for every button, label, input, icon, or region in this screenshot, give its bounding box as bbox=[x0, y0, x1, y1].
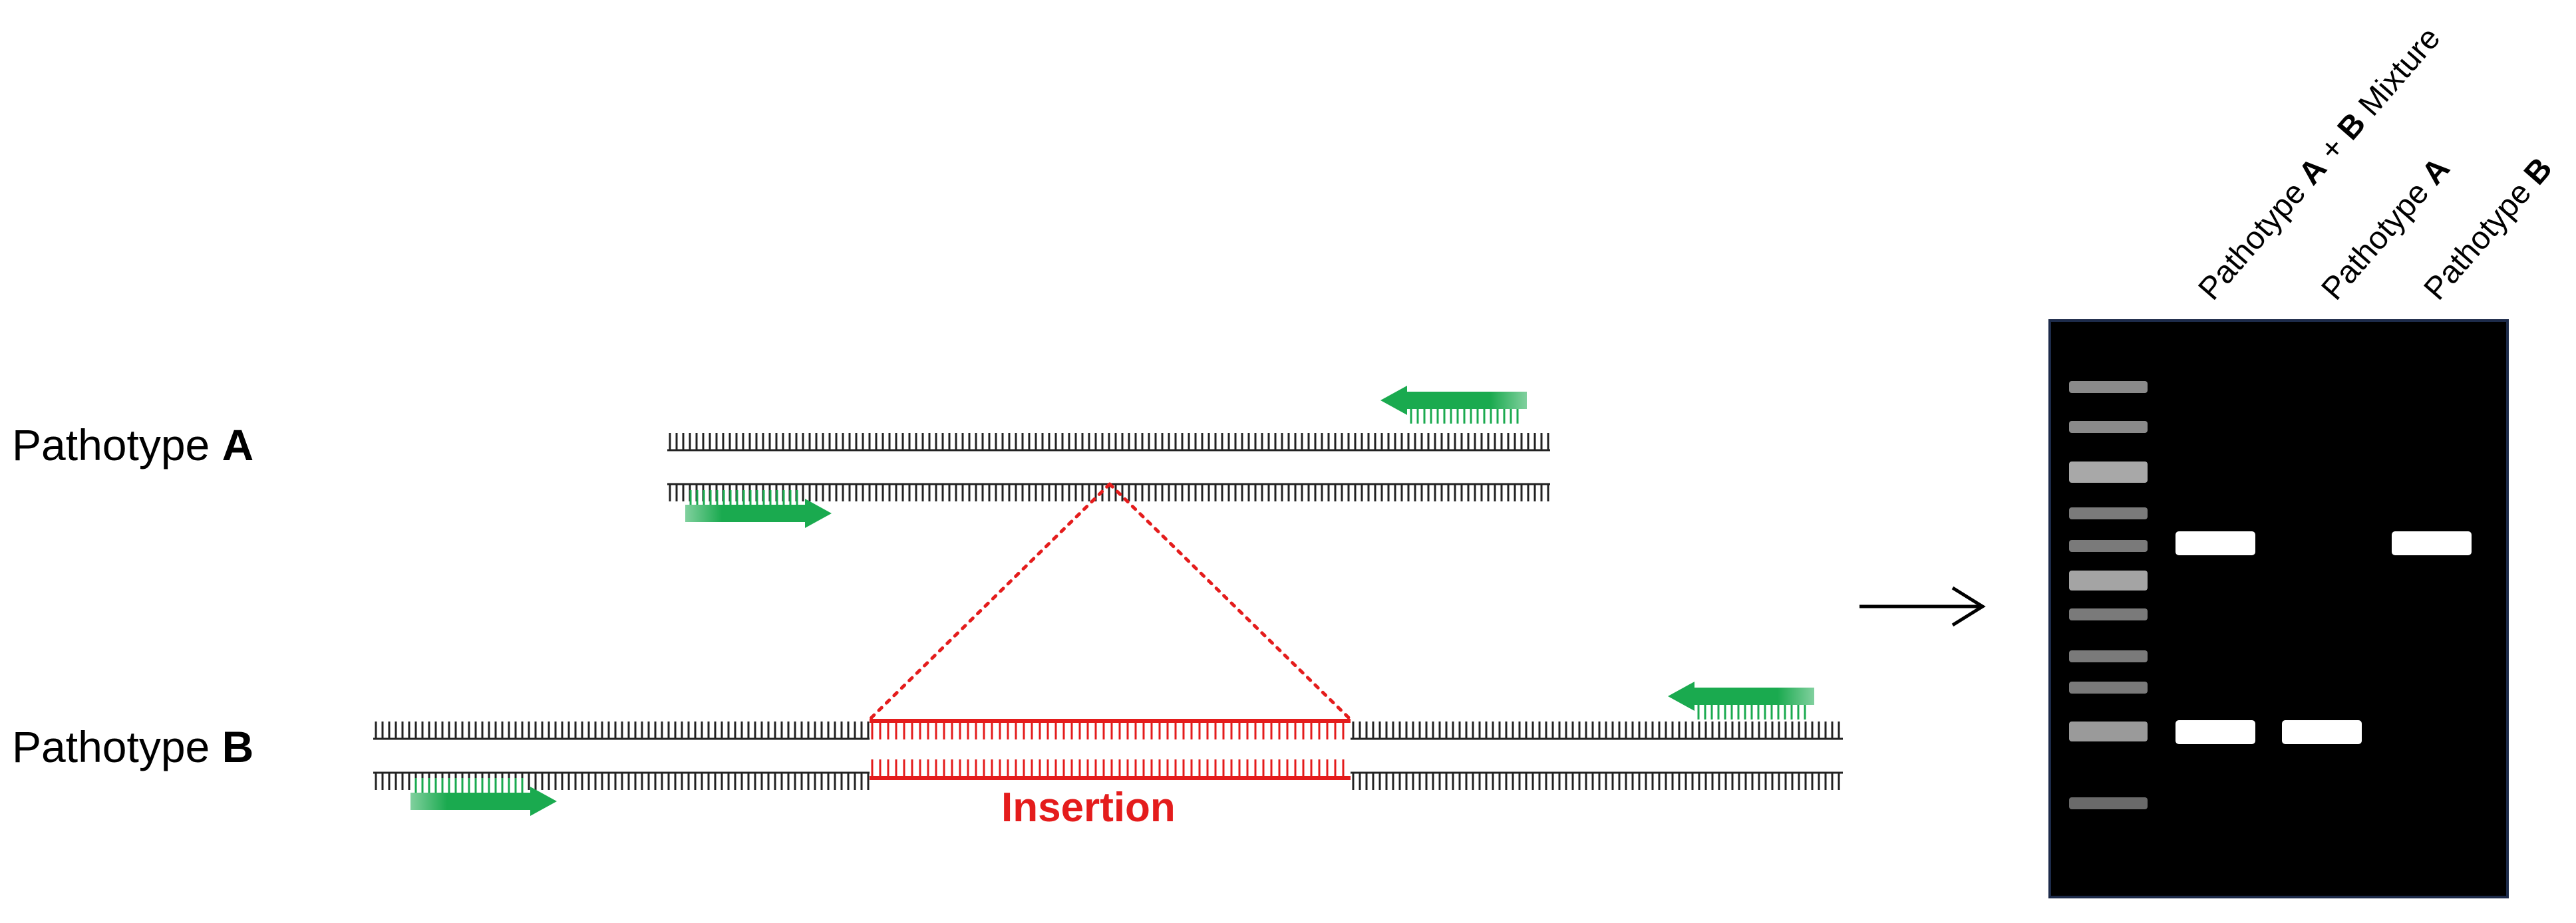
insertion-segment bbox=[870, 719, 1351, 780]
dna-b-top-strand-left bbox=[373, 722, 870, 740]
pathotype-b-prefix: Pathotype bbox=[12, 722, 222, 771]
pathotype-b-label: Pathotype B bbox=[12, 725, 253, 769]
pathotype-a-prefix: Pathotype bbox=[12, 420, 222, 469]
forward-primer-arrow-icon bbox=[685, 490, 832, 528]
forward-primer-arrow-icon bbox=[410, 778, 557, 816]
ladder-lane bbox=[2069, 381, 2148, 809]
insertion-label: Insertion bbox=[1001, 785, 1176, 831]
dna-b-top-strand-right bbox=[1351, 722, 1843, 740]
reverse-primer-arrow-icon bbox=[1380, 386, 1527, 424]
dna-a-top-strand bbox=[667, 433, 1550, 452]
pathotype-a-label: Pathotype A bbox=[12, 423, 253, 467]
right-arrow-icon bbox=[1859, 586, 1986, 627]
sample-bands bbox=[2175, 531, 2472, 744]
pathotype-a-letter: A bbox=[222, 420, 254, 469]
reverse-primer-arrow-icon bbox=[1668, 682, 1814, 720]
dna-b-bottom-strand-right bbox=[1351, 771, 1843, 790]
dna-b-bottom-strand-left bbox=[373, 771, 870, 790]
insertion-guide-right bbox=[1108, 482, 1353, 722]
insertion-guide-left bbox=[868, 482, 1112, 722]
pathotype-b-letter: B bbox=[222, 722, 254, 771]
